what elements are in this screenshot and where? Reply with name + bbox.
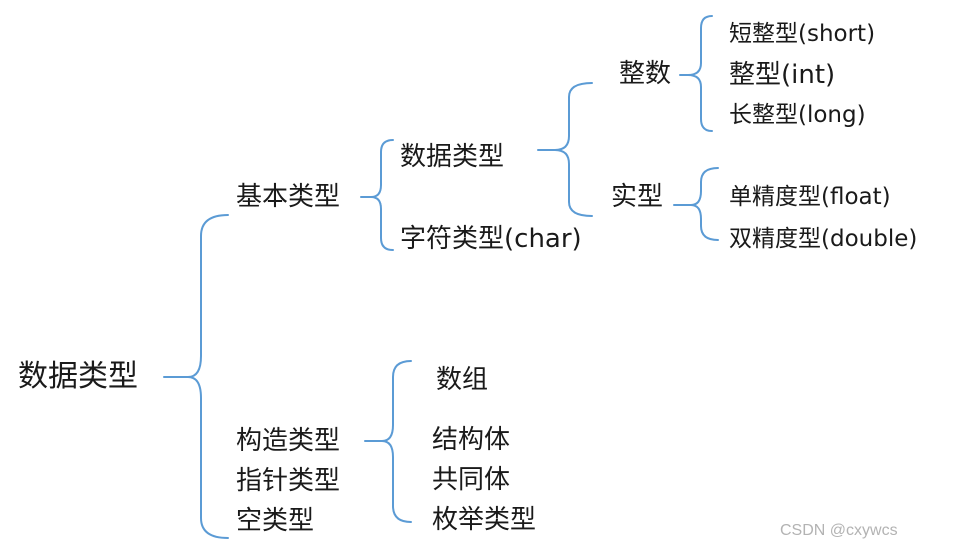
leaf-short: 短整型(short) xyxy=(729,21,876,47)
node-composite-types: 构造类型 xyxy=(236,426,341,456)
leaf-float: 单精度型(float) xyxy=(729,184,891,210)
leaf-enum: 枚举类型 xyxy=(432,505,537,535)
brace-composite xyxy=(381,360,412,523)
node-char-type: 字符类型(char) xyxy=(400,224,582,254)
brace-real xyxy=(690,167,719,241)
node-numeric-types: 数据类型 xyxy=(400,142,505,172)
brace-integer xyxy=(687,15,713,132)
brace-root xyxy=(187,214,229,539)
node-integer: 整数 xyxy=(619,59,672,89)
leaf-long: 长整型(long) xyxy=(729,102,866,128)
node-real: 实型 xyxy=(611,182,664,212)
leaf-union: 共同体 xyxy=(432,465,511,495)
leaf-double: 双精度型(double) xyxy=(729,226,918,252)
node-pointer-types: 指针类型 xyxy=(236,466,341,496)
leaf-struct: 结构体 xyxy=(432,425,511,455)
brace-basic xyxy=(370,139,394,251)
node-void-type: 空类型 xyxy=(236,506,315,536)
watermark-text: CSDN @cxywcs xyxy=(780,522,898,539)
leaf-array: 数组 xyxy=(436,365,489,395)
leaf-int: 整型(int) xyxy=(729,60,836,90)
brace-numeric xyxy=(554,82,593,217)
root-node-label: 数据类型 xyxy=(18,359,138,394)
node-basic-types: 基本类型 xyxy=(236,182,341,212)
